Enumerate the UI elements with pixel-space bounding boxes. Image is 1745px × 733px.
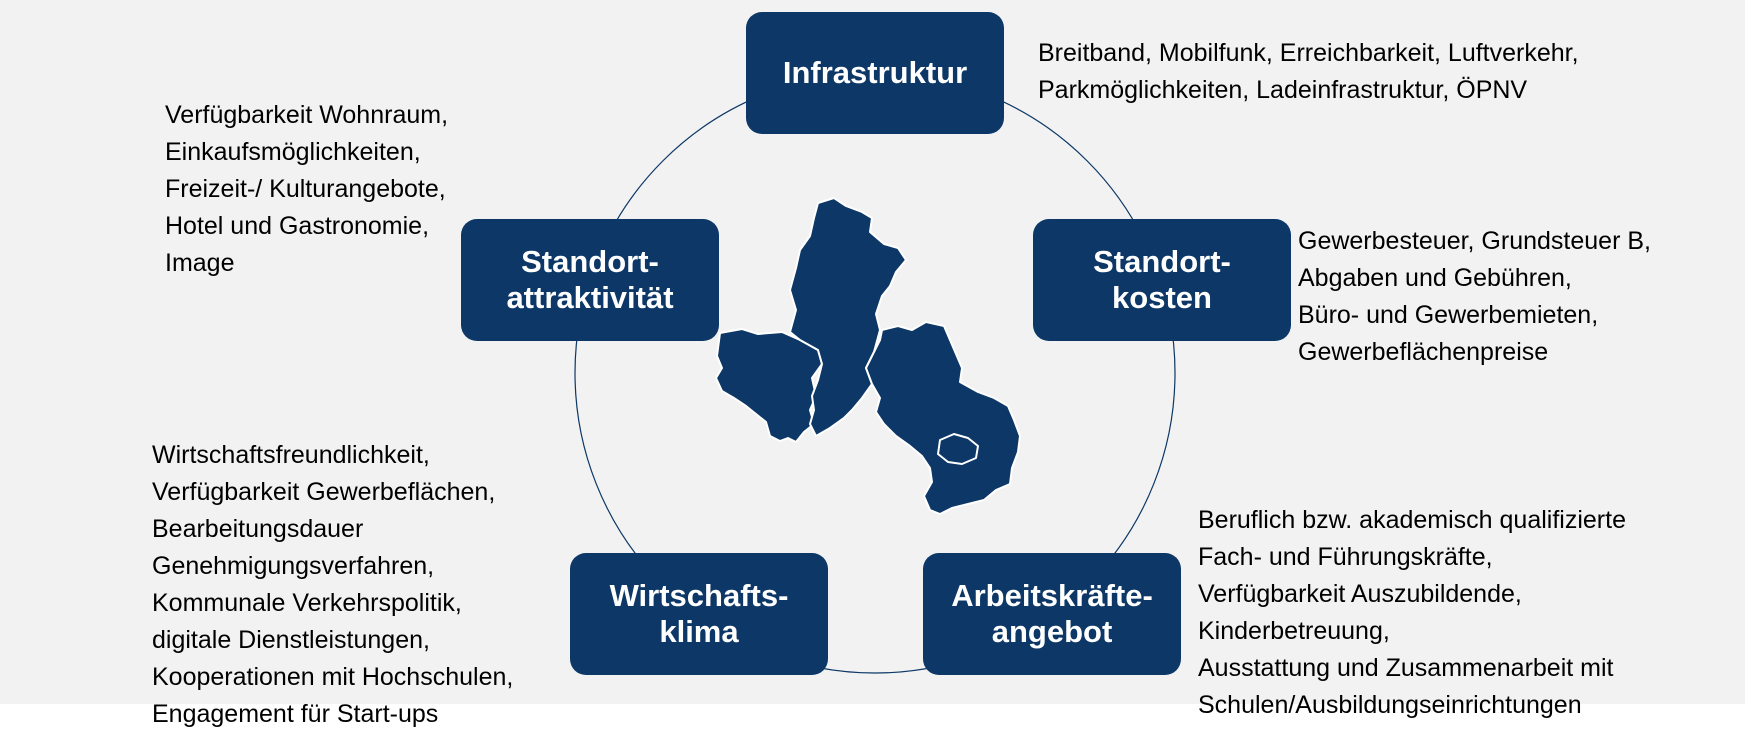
region-map-icon xyxy=(715,197,1021,515)
factor-label-wirtschaftsklima: Wirtschafts- klima xyxy=(609,578,789,649)
factor-box-arbeitskraefteangebot: Arbeitskräfte- angebot xyxy=(923,553,1181,675)
detail-line: Parkmöglichkeiten, Ladeinfrastruktur, ÖP… xyxy=(1038,76,1528,104)
detail-line: digitale Dienstleistungen, xyxy=(152,626,430,654)
detail-line: Freizeit-/ Kulturangebote, xyxy=(165,175,446,203)
diagram-graphics xyxy=(574,72,1176,674)
factor-box-standortattraktivitaet: Standort- attraktivität xyxy=(461,219,719,341)
detail-line: Beruflich bzw. akademisch qualifizierte xyxy=(1198,506,1626,534)
detail-line: Wirtschaftsfreundlichkeit, xyxy=(152,441,430,469)
map-district-central xyxy=(789,197,907,437)
detail-line: Hotel und Gastronomie, xyxy=(165,212,430,240)
detail-line: Gewerbeflächenpreise xyxy=(1298,338,1549,366)
detail-line: Einkaufsmöglichkeiten, xyxy=(165,138,421,166)
factor-label-infrastruktur: Infrastruktur xyxy=(782,55,968,90)
detail-line: Bearbeitungsdauer xyxy=(152,515,364,543)
detail-line: Genehmigungsverfahren, xyxy=(152,552,435,580)
detail-line: Abgaben und Gebühren, xyxy=(1298,264,1572,292)
map-district-enclave xyxy=(937,433,979,465)
detail-line: Schulen/Ausbildungseinrichtungen xyxy=(1198,691,1582,719)
factor-label-standortattraktivitaet: Standort- attraktivität xyxy=(506,244,674,315)
detail-line: Verfügbarkeit Auszubildende, xyxy=(1198,580,1522,608)
details-arbeitskraefteangebot: Beruflich bzw. akademisch qualifizierte … xyxy=(1198,502,1626,724)
detail-line: Gewerbesteuer, Grundsteuer B, xyxy=(1298,227,1651,255)
detail-line: Engagement für Start-ups xyxy=(152,700,439,728)
map-district-east xyxy=(865,321,1021,515)
factor-box-standortkosten: Standort- kosten xyxy=(1033,219,1291,341)
detail-line: Kommunale Verkehrspolitik, xyxy=(152,589,462,617)
factor-label-standortkosten: Standort- kosten xyxy=(1093,244,1231,315)
factor-box-wirtschaftsklima: Wirtschafts- klima xyxy=(570,553,828,675)
map-district-west xyxy=(715,328,823,443)
detail-line: Image xyxy=(165,249,235,277)
detail-line: Verfügbarkeit Wohnraum, xyxy=(165,101,449,129)
detail-line: Breitband, Mobilfunk, Erreichbarkeit, Lu… xyxy=(1038,39,1579,67)
details-infrastruktur: Breitband, Mobilfunk, Erreichbarkeit, Lu… xyxy=(1038,35,1579,109)
detail-line: Kooperationen mit Hochschulen, xyxy=(152,663,514,691)
details-standortkosten: Gewerbesteuer, Grundsteuer B, Abgaben un… xyxy=(1298,223,1651,371)
detail-line: Verfügbarkeit Gewerbeflächen, xyxy=(152,478,496,506)
detail-line: Kinderbetreuung, xyxy=(1198,617,1390,645)
factor-label-arbeitskraefteangebot: Arbeitskräfte- angebot xyxy=(951,578,1153,649)
detail-line: Fach- und Führungskräfte, xyxy=(1198,543,1493,571)
details-standortattraktivitaet: Verfügbarkeit Wohnraum, Einkaufsmöglichk… xyxy=(165,97,448,282)
details-wirtschaftsklima: Wirtschaftsfreundlichkeit, Verfügbarkeit… xyxy=(152,437,513,733)
factor-box-infrastruktur: Infrastruktur xyxy=(746,12,1004,134)
detail-line: Büro- und Gewerbemieten, xyxy=(1298,301,1599,329)
detail-line: Ausstattung und Zusammenarbeit mit xyxy=(1198,654,1614,682)
